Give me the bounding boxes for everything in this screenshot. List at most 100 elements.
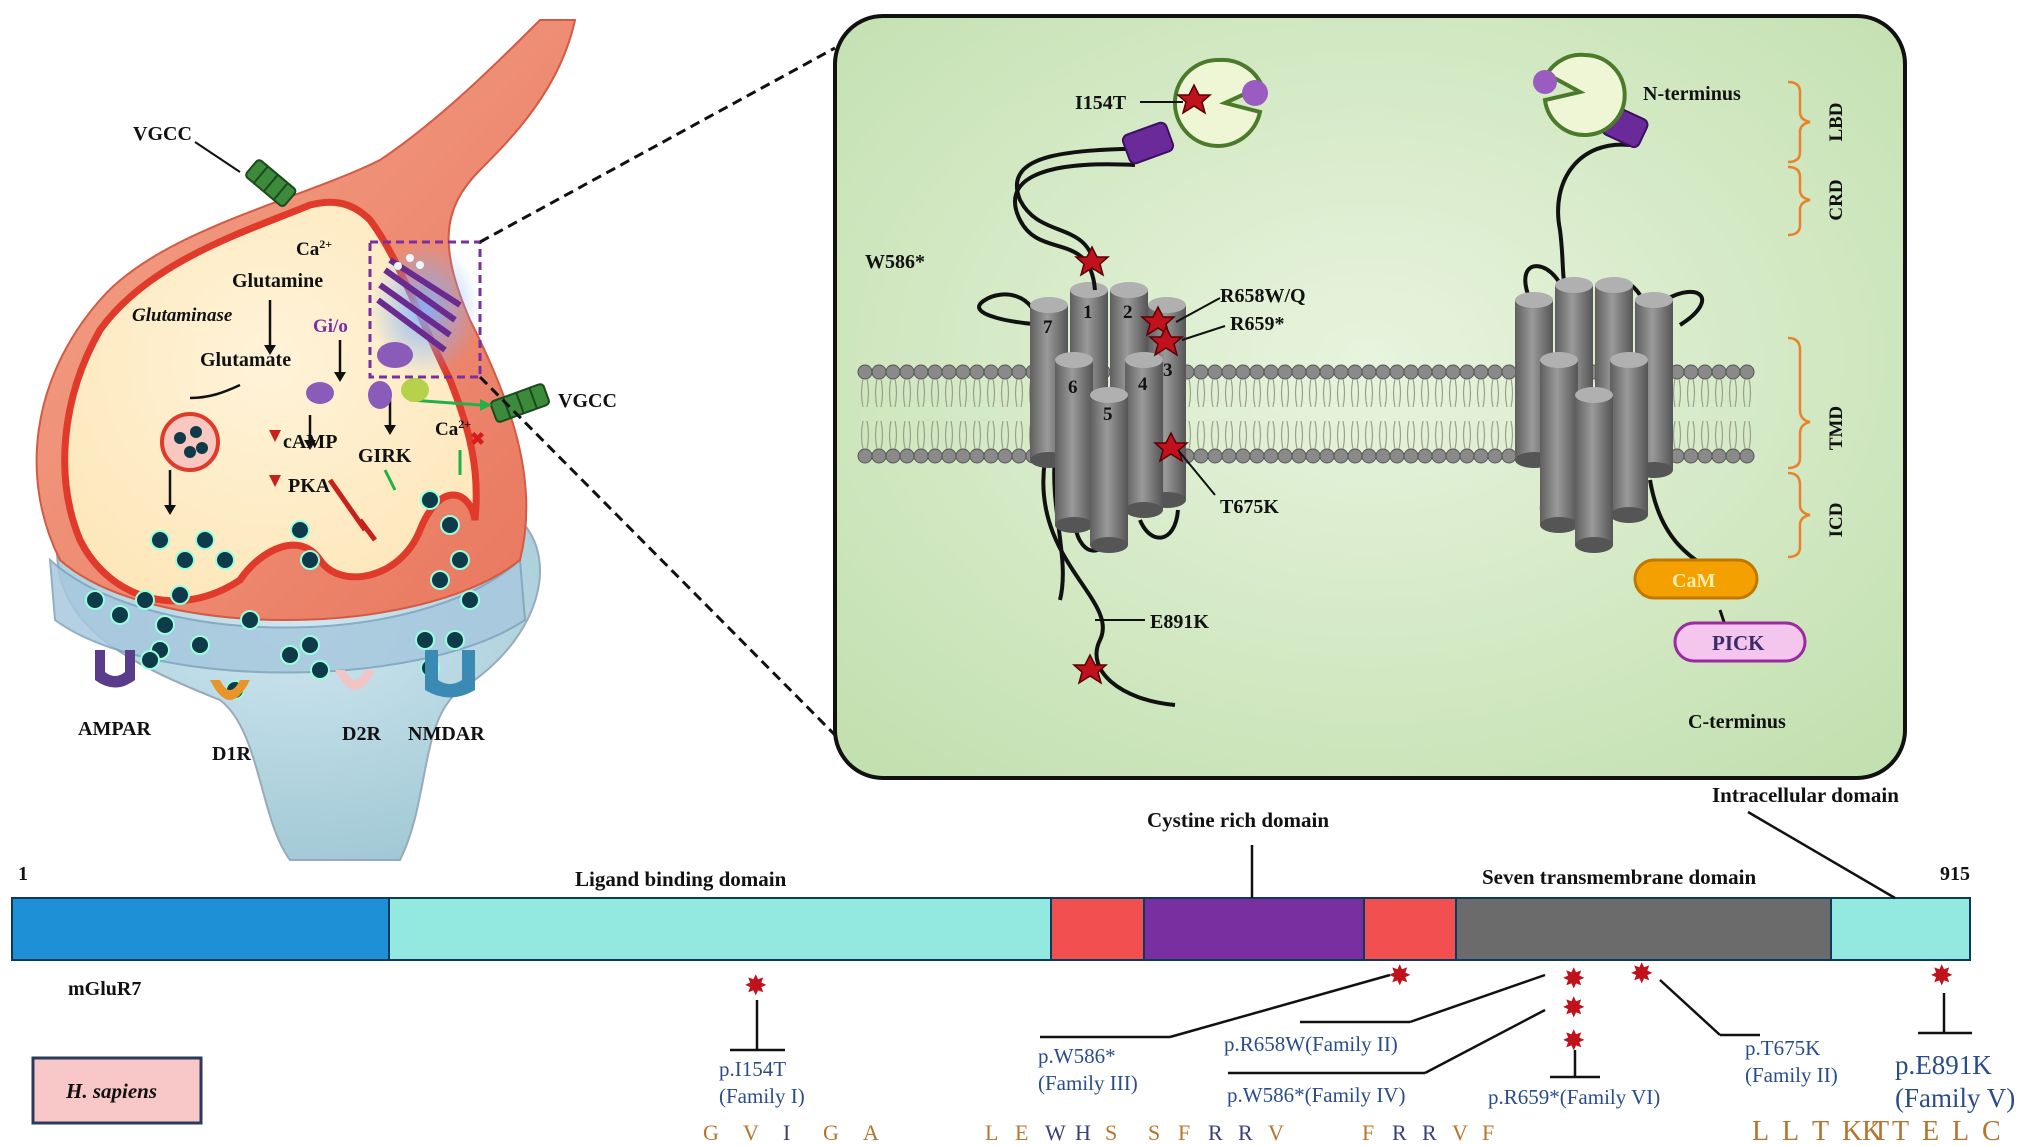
sequence-s3-residue: S [1148, 1120, 1160, 1145]
camp-label: cAMP [283, 431, 337, 453]
nmdar-label: NMDAR [408, 723, 485, 745]
c-terminus-label: C-terminus [1688, 711, 1786, 733]
lipid-tail [1196, 420, 1206, 450]
lipid-head [955, 448, 971, 464]
lipid-tail [1378, 378, 1388, 408]
lipid-tail [1672, 378, 1682, 408]
lipid-head [1221, 364, 1237, 380]
lipid-head [1319, 364, 1335, 380]
receptor-1-lbd-icon [1172, 57, 1265, 148]
lipid-head [1361, 448, 1377, 464]
lipid-tail [1490, 378, 1500, 408]
lipid-tail [1336, 420, 1346, 450]
lipid-head [885, 448, 901, 464]
lipid-head [1193, 364, 1209, 380]
receptor-1-crd-icon [1121, 121, 1175, 165]
lbd-label: Ligand binding domain [575, 867, 787, 891]
lipid-head [1431, 364, 1447, 380]
lipid-head [1473, 364, 1489, 380]
lipid-head [1725, 364, 1741, 380]
lipid-tail [1462, 378, 1472, 408]
zoom-line-bottom [478, 375, 837, 737]
sequence-s5-residue: L [1782, 1116, 1799, 1146]
lipid-tail [1490, 420, 1500, 450]
lipid-head [899, 448, 915, 464]
vgcc-right-label: VGCC [558, 390, 617, 412]
lipid-head [1403, 448, 1419, 464]
lipid-tail [1252, 378, 1262, 408]
lipid-head [899, 364, 915, 380]
bar-end-label: 915 [1940, 863, 1970, 885]
variant-star-t675k-icon: ✸ [1630, 959, 1653, 990]
lipid-head [1221, 448, 1237, 464]
bracket-tmd-label: TMD [1826, 406, 1847, 450]
variant-r659: p.R659*(Family VI) [1488, 1085, 1660, 1109]
sequence-s4-residue: V [1452, 1120, 1468, 1145]
sequence-s4-residue: R [1422, 1120, 1437, 1145]
variant-w586-line2: (Family III) [1038, 1071, 1138, 1095]
lipid-head [1431, 448, 1447, 464]
lipid-tail [1462, 420, 1472, 450]
helix-2-label: 2 [1123, 302, 1133, 323]
lipid-head [1501, 364, 1517, 380]
lipid-tail [1700, 420, 1710, 450]
ca-block-x-icon: ✖ [470, 429, 485, 449]
lipid-head [1487, 448, 1503, 464]
lipid-head [871, 364, 887, 380]
star-i154t-icon [1176, 83, 1212, 115]
girk-channel-icon [368, 381, 392, 409]
postsynaptic-membrane [48, 557, 527, 674]
cam-box [1633, 558, 1759, 600]
sequence-s6-residue: C [1982, 1116, 2001, 1146]
girk-label: GIRK [358, 445, 412, 467]
lipid-head [1207, 448, 1223, 464]
tmd-label: Seven transmembrane domain [1482, 865, 1756, 889]
domain-bar: 1 915 mGluR7 Ligand binding domain Cysti… [11, 783, 2015, 1146]
lipid-tail [972, 420, 982, 450]
glutaminase-label: Glutaminase [132, 305, 233, 326]
lipid-head [1473, 448, 1489, 464]
camp-down-arrow-icon [269, 430, 281, 442]
lipid-tail [1504, 378, 1514, 408]
protein-label: mGluR7 [68, 978, 141, 1000]
lipid-head [1263, 364, 1279, 380]
lipid-tail [1266, 378, 1276, 408]
helix-4 [1125, 352, 1163, 518]
lipid-tail [888, 420, 898, 450]
lipid-head [885, 364, 901, 380]
lipid-tail [1378, 420, 1388, 450]
sequence-s2-residue: W [1045, 1120, 1066, 1145]
lipid-head [1319, 448, 1335, 464]
star-t675k-icon [1153, 431, 1189, 463]
d1r-label: D1R [212, 743, 251, 765]
sequence-s1-residue: A [863, 1120, 879, 1145]
lipid-head [1347, 364, 1363, 380]
receptor-1-ligand-icon [1242, 80, 1268, 106]
helix-3-label: 3 [1163, 360, 1173, 381]
sequence-s5-residue: L [1752, 1116, 1769, 1146]
cam-label: CaM [1672, 570, 1715, 592]
lipid-tail [1742, 420, 1752, 450]
lipid-tail [1000, 378, 1010, 408]
synaptic-vesicles [85, 490, 480, 700]
adenylyl-cyclase-icon [306, 382, 334, 404]
lipid-tail [1224, 378, 1234, 408]
zoom-line-top [479, 46, 836, 244]
ca-label: Ca2+ [296, 237, 332, 260]
lipid-tail [1476, 378, 1486, 408]
lipid-head [1711, 448, 1727, 464]
helix-4-label: 4 [1138, 374, 1148, 395]
lipid-tail [1336, 378, 1346, 408]
lipid-tail [1014, 420, 1024, 450]
lipid-head [941, 448, 957, 464]
lipid-tail [1714, 420, 1724, 450]
lipid-head [857, 364, 873, 380]
lipid-tail [944, 420, 954, 450]
variant-star-r658-icon: ✸ [1562, 964, 1585, 995]
mglur7-zoom-panel: 7 1 2 3 4 6 5 [833, 14, 1907, 780]
n-terminus-label: N-terminus [1643, 83, 1741, 105]
variant-r658w: p.R658W(Family II) [1224, 1032, 1398, 1056]
lipid-tail [1700, 378, 1710, 408]
lipid-head [1347, 448, 1363, 464]
